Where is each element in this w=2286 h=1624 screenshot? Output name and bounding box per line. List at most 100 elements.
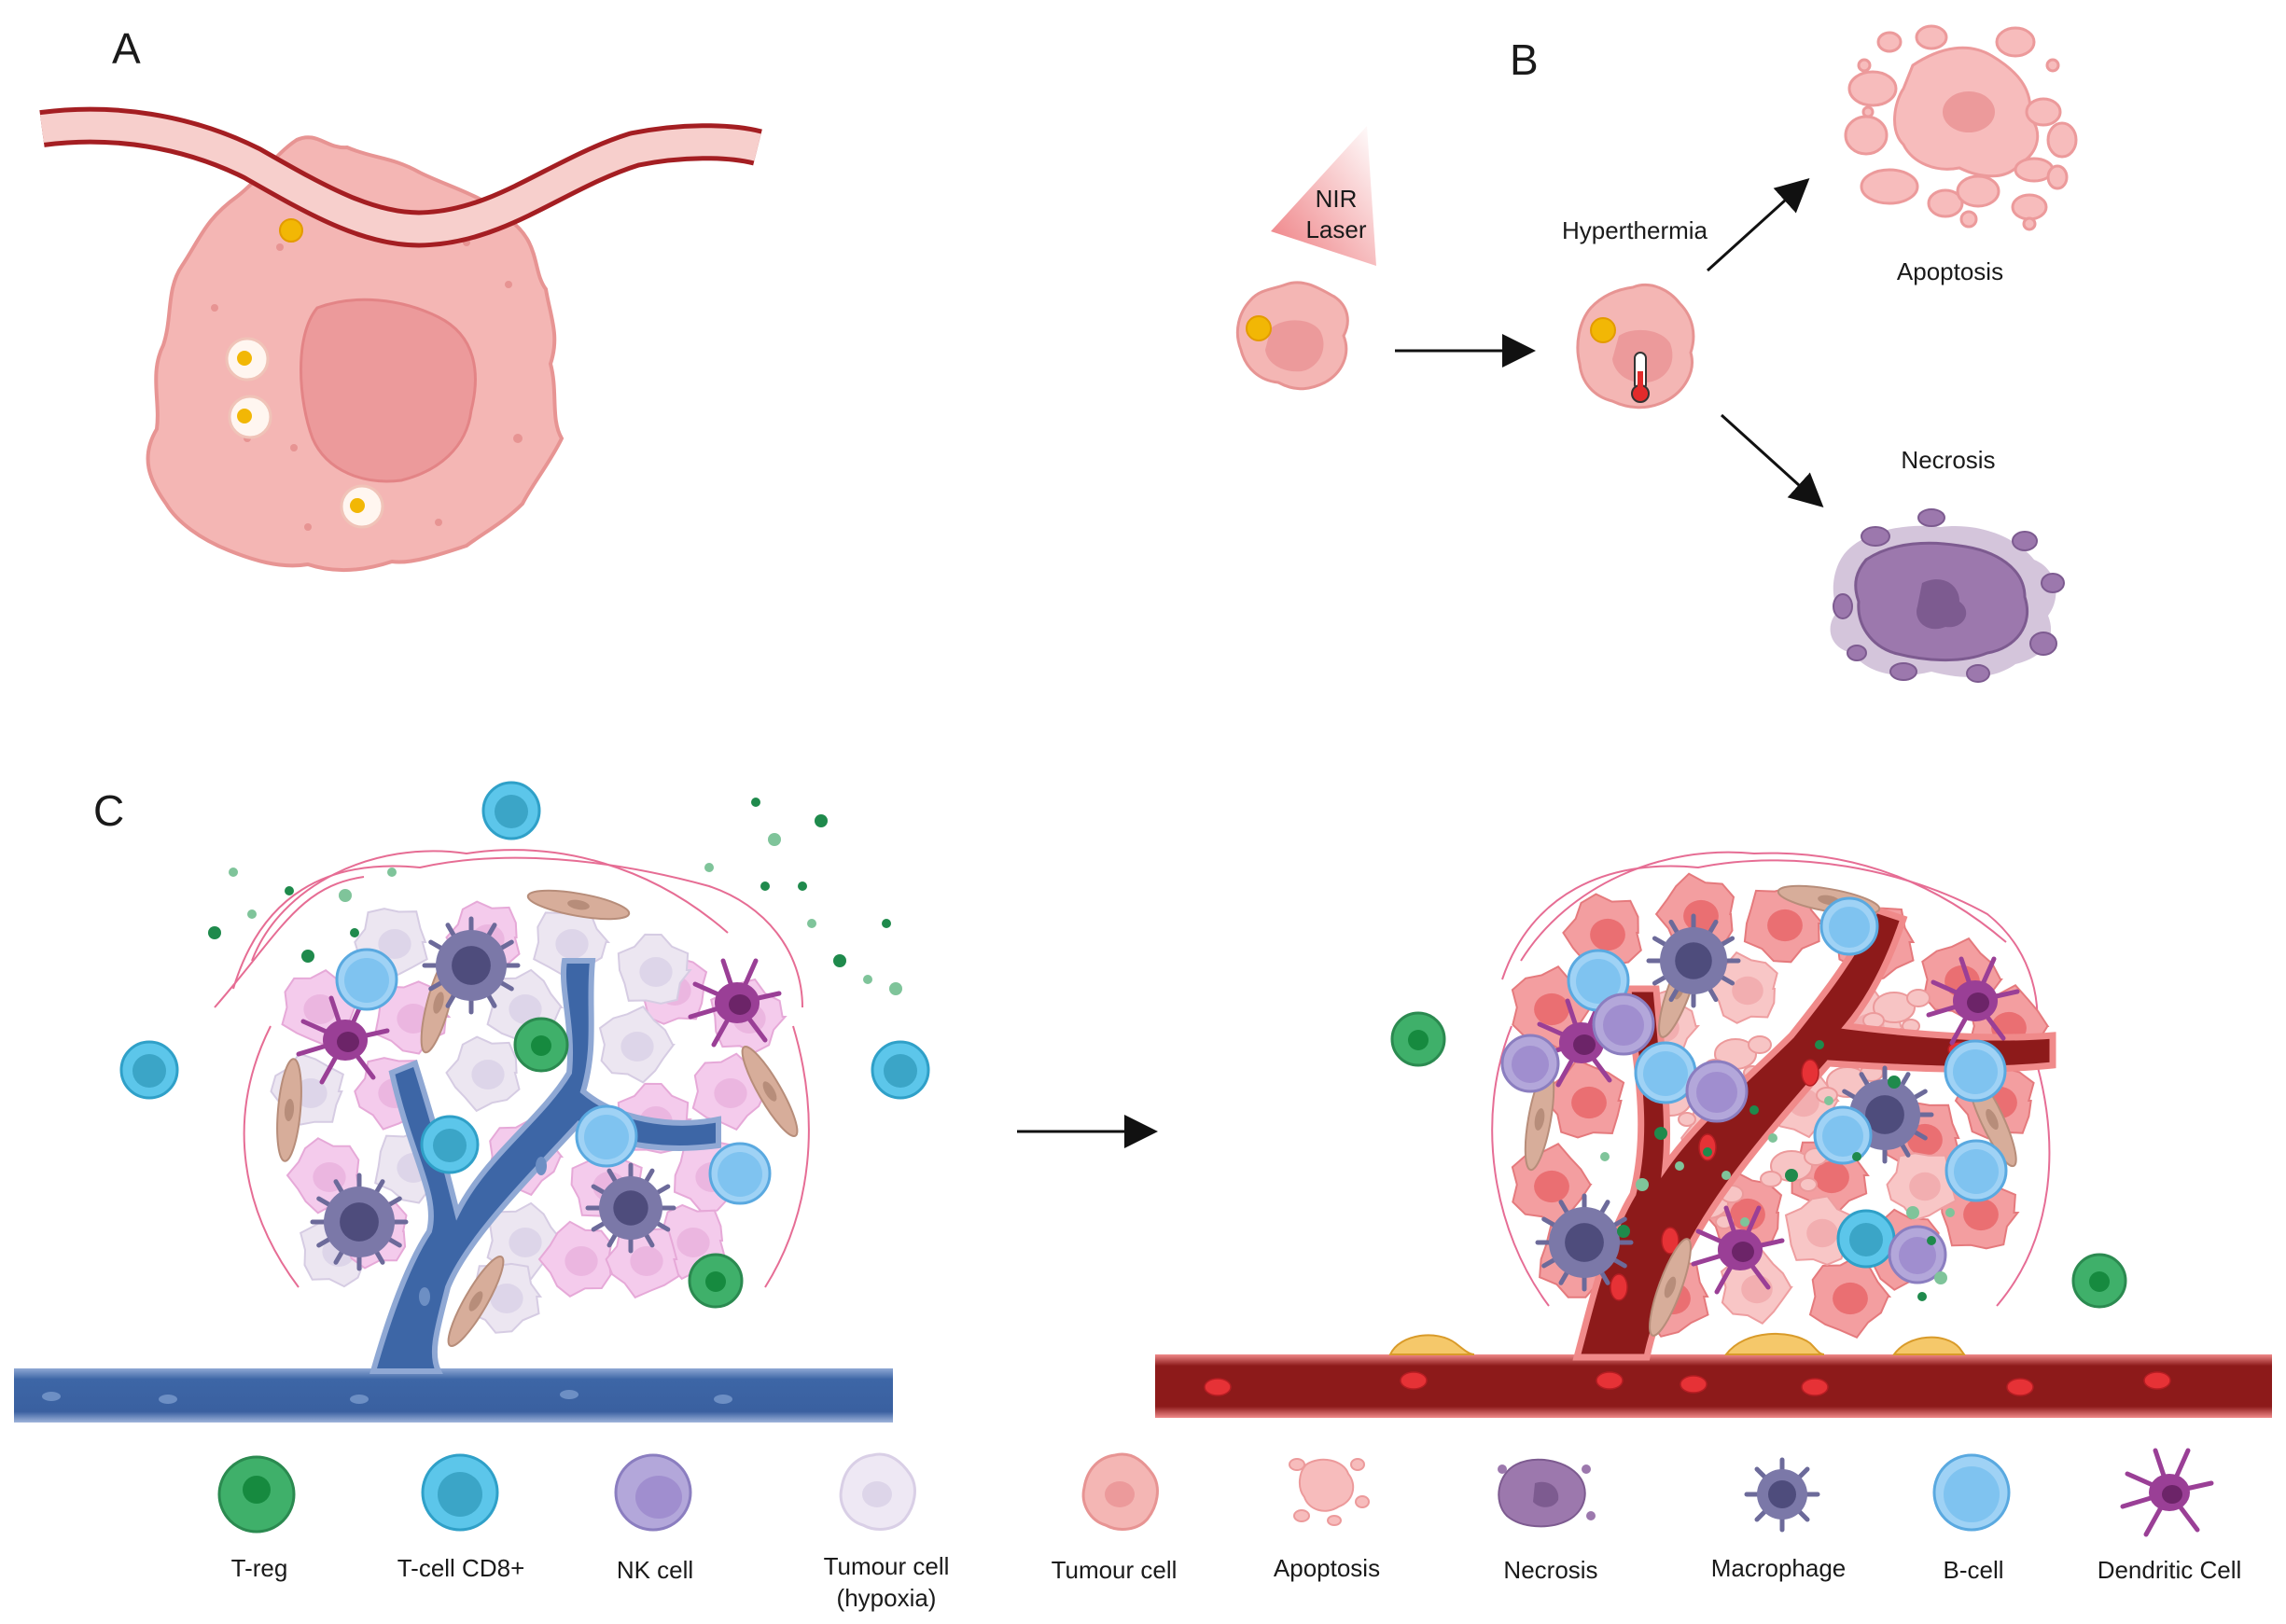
tumour-cell-hypoxia [617,933,692,1005]
legend-apoptosis: Apoptosis [1274,1458,1380,1582]
legend-nk-cell-label: NK cell [617,1556,693,1584]
t-cell-cd8 [481,781,541,840]
b-cell [1944,1139,2008,1202]
legend-macrophage-label: Macrophage [1711,1554,1847,1582]
cytokine-dot [1934,1271,1947,1284]
dendritic-cell [688,958,782,1048]
apoptotic-body [1862,989,1931,1034]
cytokine-dot [751,798,760,807]
cytokine-dot [833,954,846,967]
panel-c: C [14,781,2272,1423]
tumour-cell-pink [537,1220,613,1298]
dendritic-cell [1926,956,2020,1046]
t-reg [2071,1253,2127,1309]
laser-label-2: Laser [1305,215,1366,243]
cytokine-dot [704,863,714,872]
apoptotic-body [1760,1147,1828,1192]
fibroblast [741,1045,799,1138]
apoptosis-cell [1844,24,2078,231]
legend-dendritic-label: Dendritic Cell [2098,1556,2242,1584]
arrow-to-necrosis [1720,413,1824,508]
arrow-to-apoptosis [1706,177,1810,272]
cytokine-dot [1636,1178,1649,1191]
cytokine-dot [1617,1225,1630,1238]
legend-t-cell-label: T-cell CD8+ [397,1554,525,1582]
t-cell-cd8 [420,1115,480,1174]
b-cell [1634,1041,1697,1104]
cytokine-dot [1721,1171,1731,1180]
panel-b: B NIR Laser Hyperthermia [1235,24,2078,683]
macrophage [585,1162,676,1254]
cytokine-dot [815,814,828,827]
cytokine-dot [1888,1076,1901,1089]
endothelial-cells [1388,1332,1966,1355]
b-cell [1944,1039,2007,1103]
b-cell [1819,896,1879,956]
t-cell-cd8 [871,1040,930,1100]
cytokine-dot [1654,1127,1667,1140]
blood-vessel-red [1155,905,2272,1418]
fibroblast [447,1255,505,1348]
fibroblast [1649,1238,1692,1337]
red-blood-cells [1204,1041,2171,1396]
cytokine-dot [1768,1133,1777,1143]
immune-cells-after [1390,884,2127,1337]
cytokine-dot [1917,1292,1927,1301]
apoptosis-label: Apoptosis [1897,257,2003,285]
cytokine-dot [350,928,359,937]
cytokine-dot [208,926,221,939]
cytokine-dot [1740,1217,1749,1227]
cytokine-dot [1852,1152,1861,1161]
panel-a: A [39,24,762,573]
cytokine-dot [807,919,816,928]
b-cell [1813,1105,1873,1165]
nk-cell [1685,1060,1749,1123]
tumour-cell [1544,1058,1625,1139]
tumour-before [214,849,810,1334]
fibroblast [1524,1067,1555,1172]
cytokine-dot [1675,1161,1684,1171]
b-cell [335,948,398,1011]
legend-necrosis-label: Necrosis [1503,1556,1597,1584]
legend-macrophage: Macrophage [1711,1457,1847,1582]
cytokine-dot [1815,1040,1824,1049]
immune-cells-before [119,781,930,1348]
macrophage [1646,913,1741,1008]
tumour-cell-hypoxia [445,1035,521,1113]
panel-b-letter: B [1510,35,1539,84]
cytokine-dot [387,868,397,877]
legend-tumour-cell: Tumour cell [1052,1452,1178,1584]
necrosis-cell [1830,508,2065,683]
cytokine-dot [882,919,891,928]
legend-tumour-cell-label: Tumour cell [1052,1556,1178,1584]
legend-t-reg: T-reg [217,1455,296,1582]
cytokine-dot [1927,1236,1936,1245]
blue-vessel-main [14,1368,893,1423]
cytokine-dot [1906,1206,1919,1219]
cytokine-dot [1749,1105,1759,1115]
panel-a-blood-vessel-lumen [40,111,761,243]
nk-cell [1592,992,1655,1056]
cytokine-dot [247,909,257,919]
macrophage [1535,1193,1634,1292]
endosome-1 [225,337,270,382]
macrophage [310,1173,409,1271]
legend-apoptosis-label: Apoptosis [1274,1554,1380,1582]
tumour-cell-pink [605,1224,680,1299]
tumour-cell-hypoxia [598,1005,676,1084]
legend-necrosis: Necrosis [1498,1458,1598,1584]
dendritic-cell [1691,1205,1785,1295]
nk-cell [1500,1034,1560,1093]
endosome-2 [228,395,272,439]
cytokine-dot [889,982,902,995]
b-cell [708,1142,772,1205]
cytokine-dot [285,886,294,895]
nanoparticle-icon [1246,315,1272,341]
nir-laser-icon [1271,126,1376,266]
red-vessel-branch [1572,905,2056,1361]
macrophage [1835,1065,1934,1164]
cytokine-dot [863,975,872,984]
laser-label-1: NIR [1316,185,1358,213]
panel-a-letter: A [112,24,141,73]
